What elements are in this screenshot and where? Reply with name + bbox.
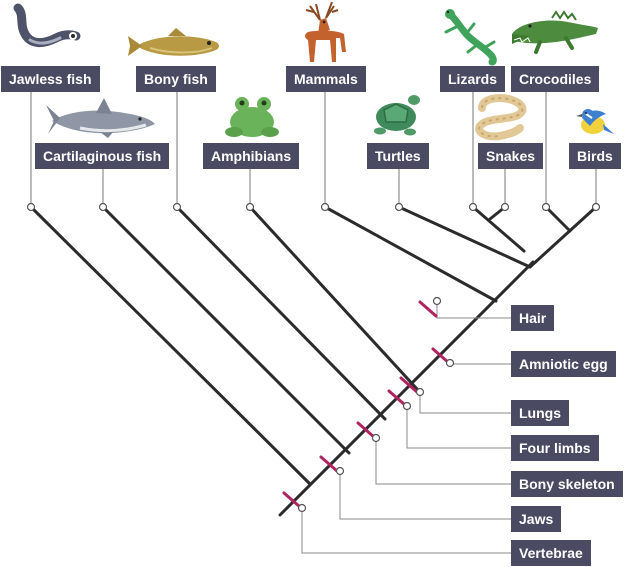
trait-node-amniotic-egg: [445, 358, 455, 368]
shark-icon: [46, 98, 155, 138]
leader-line-four-limbs: [406, 410, 511, 449]
trait-mark-four-limbs: [387, 389, 407, 407]
branch-line-6: [397, 205, 532, 269]
tip-node-cartilaginous-fish: [98, 202, 108, 212]
trait-label-four-limbs: Four limbs: [511, 435, 599, 461]
taxon-label-turtles: Turtles: [367, 143, 429, 169]
branch-line-7: [471, 205, 526, 253]
trait-label-vertebrae: Vertebrae: [511, 540, 591, 566]
tip-node-jawless-fish: [26, 202, 36, 212]
branch-line-4: [248, 205, 419, 391]
taxon-label-crocodiles: Crocodiles: [511, 66, 600, 92]
branch-line-5: [323, 205, 498, 303]
tip-node-bony-fish: [172, 202, 182, 212]
crocodile-icon: [512, 10, 598, 54]
taxon-label-cartilaginous-fish: Cartilaginous fish: [35, 143, 170, 169]
branch-line-2: [101, 205, 351, 455]
branch-line-10: [528, 205, 598, 269]
deer-icon: [305, 1, 346, 62]
trait-label-lungs: Lungs: [511, 400, 569, 426]
tip-node-crocodiles: [541, 202, 551, 212]
trait-node-vertebrae: [297, 503, 307, 513]
leader-line-bony-skeleton: [375, 442, 511, 485]
lamprey-icon: [13, 3, 81, 47]
taxon-label-lizards: Lizards: [440, 66, 506, 92]
trait-node-jaws: [335, 466, 345, 476]
branch-line-9: [544, 205, 572, 233]
tip-node-mammals: [320, 202, 330, 212]
taxon-label-jawless-fish: Jawless fish: [1, 66, 100, 92]
trait-label-jaws: Jaws: [511, 506, 562, 532]
tip-node-birds: [591, 202, 601, 212]
leader-line-amniotic-egg: [449, 363, 511, 367]
trait-label-amniotic-egg: Amniotic egg: [511, 351, 616, 377]
trait-label-hair: Hair: [511, 305, 555, 331]
branch-line-3: [175, 205, 387, 421]
lizard-icon: [444, 9, 497, 66]
trait-mark-vertebrae: [282, 491, 302, 509]
tip-node-amphibians: [245, 202, 255, 212]
leader-line-jaws: [339, 475, 511, 520]
taxon-label-birds: Birds: [569, 143, 621, 169]
frog-icon: [225, 97, 279, 137]
turtle-icon: [374, 95, 420, 136]
tip-node-snakes: [500, 202, 510, 212]
trait-mark-hair: [418, 300, 438, 318]
leader-line-vertebrae: [301, 512, 511, 554]
bird-icon: [576, 109, 614, 134]
trait-node-four-limbs: [402, 401, 412, 411]
taxon-label-mammals: Mammals: [286, 66, 366, 92]
branch-line-1: [29, 205, 311, 485]
leader-line-hair: [436, 305, 511, 319]
leader-line-lungs: [419, 396, 511, 414]
trait-mark-jaws: [319, 455, 339, 473]
taxon-label-snakes: Snakes: [478, 143, 544, 169]
trait-mark-amniotic-egg: [431, 347, 451, 365]
tip-node-lizards: [468, 202, 478, 212]
taxon-label-amphibians: Amphibians: [203, 143, 300, 169]
taxon-label-bony-fish: Bony fish: [136, 66, 216, 92]
snake-icon: [475, 94, 527, 141]
tip-node-turtles: [394, 202, 404, 212]
branch-line-11: [278, 260, 535, 517]
trait-node-lungs: [415, 387, 425, 397]
fish-icon: [128, 28, 219, 56]
trait-mark-bony-skeleton: [356, 421, 376, 439]
trait-node-hair: [432, 296, 442, 306]
trait-mark-lungs: [399, 376, 419, 394]
trait-node-bony-skeleton: [371, 433, 381, 443]
trait-label-bony-skeleton: Bony skeleton: [511, 471, 623, 497]
